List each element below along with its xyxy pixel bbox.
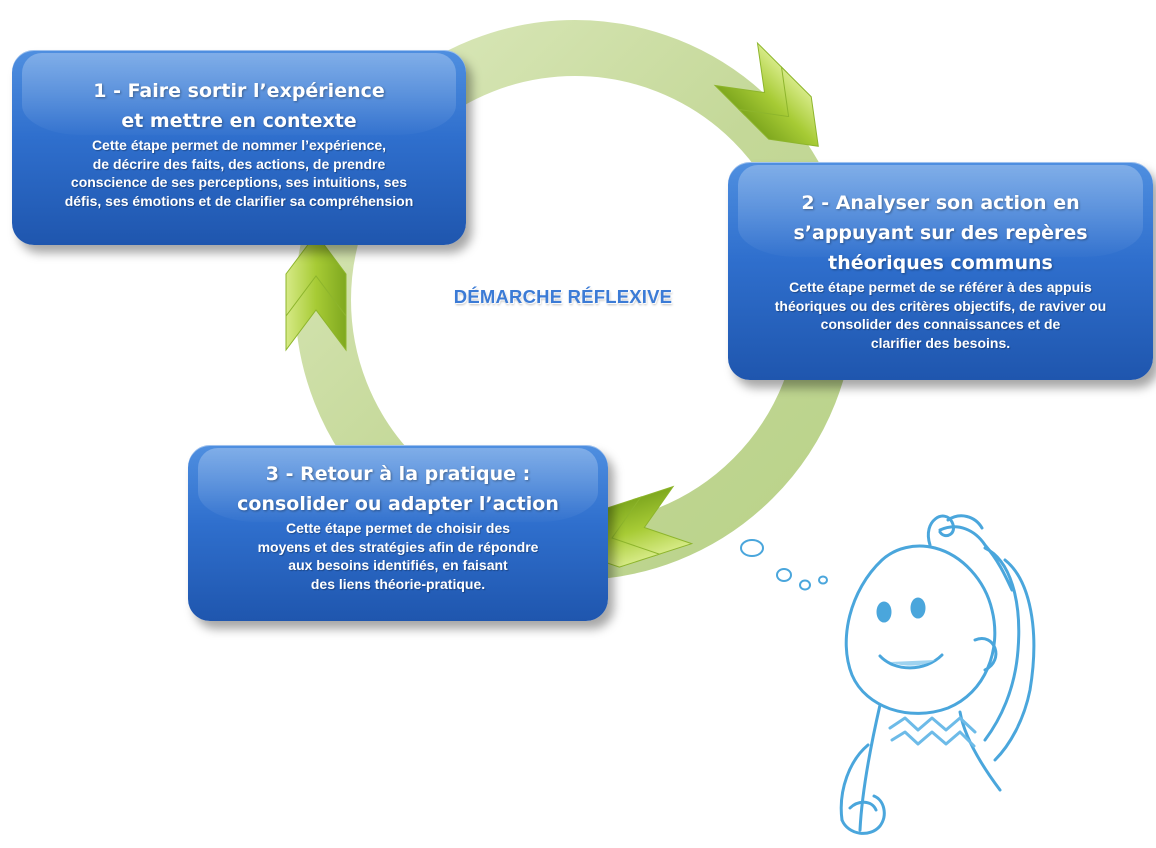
step-2-title: 2 - Analyser son action en s’appuyant su… xyxy=(728,188,1153,278)
step-2-title-line: s’appuyant sur des repères xyxy=(793,222,1088,244)
step-3-title-line: consolider ou adapter l’action xyxy=(237,493,559,515)
step-3-desc-line: des liens théorie-pratique. xyxy=(310,575,486,592)
step-2-box: 2 - Analyser son action en s’appuyant su… xyxy=(728,162,1153,380)
step-2-title-line: théoriques communs xyxy=(828,252,1053,274)
step-1-desc-line: défis, ses émotions et de clarifier sa c… xyxy=(64,192,414,209)
step-3-description: Cette étape permet de choisir des moyens… xyxy=(188,519,608,593)
step-3-title-line: 3 - Retour à la pratique : xyxy=(265,463,531,485)
chevron-arrow-top-right xyxy=(713,41,819,147)
step-1-description: Cette étape permet de nommer l’expérienc… xyxy=(12,136,466,210)
step-2-description: Cette étape permet de se référer à des a… xyxy=(728,278,1153,352)
step-1-desc-line: Cette étape permet de nommer l’expérienc… xyxy=(91,137,387,153)
step-1-title-line: 1 - Faire sortir l’expérience xyxy=(93,80,385,102)
step-2-desc-line: Cette étape permet de se référer à des a… xyxy=(789,279,1092,295)
step-1-desc-line: de décrire des faits, des actions, de pr… xyxy=(92,155,386,172)
step-1-box: 1 - Faire sortir l’expérience et mettre … xyxy=(12,50,466,245)
thinking-character-illustration xyxy=(839,514,1036,835)
step-3-box: 3 - Retour à la pratique : consolider ou… xyxy=(188,445,608,621)
center-label: DÉMARCHE RÉFLEXIVE xyxy=(453,286,673,307)
chevron-arrow-left xyxy=(285,233,347,352)
step-3-desc-line: Cette étape permet de choisir des xyxy=(285,520,511,536)
step-1-title: 1 - Faire sortir l’expérience et mettre … xyxy=(12,76,466,136)
step-3-title: 3 - Retour à la pratique : consolider ou… xyxy=(188,459,608,519)
step-2-desc-line: clarifier des besoins. xyxy=(870,334,1011,351)
step-1-title-line: et mettre en contexte xyxy=(121,110,357,132)
thought-bubbles xyxy=(740,539,828,591)
step-2-desc-line: consolider des connaissances et de xyxy=(820,316,1061,332)
step-2-desc-line: théoriques ou des critères objectifs, de… xyxy=(774,297,1107,314)
step-2-title-line: 2 - Analyser son action en xyxy=(801,192,1080,214)
step-3-desc-line: aux besoins identifiés, en faisant xyxy=(288,557,508,573)
step-1-desc-line: conscience de ses perceptions, ses intui… xyxy=(70,174,408,190)
step-3-desc-line: moyens et des stratégies afin de répondr… xyxy=(257,538,539,555)
